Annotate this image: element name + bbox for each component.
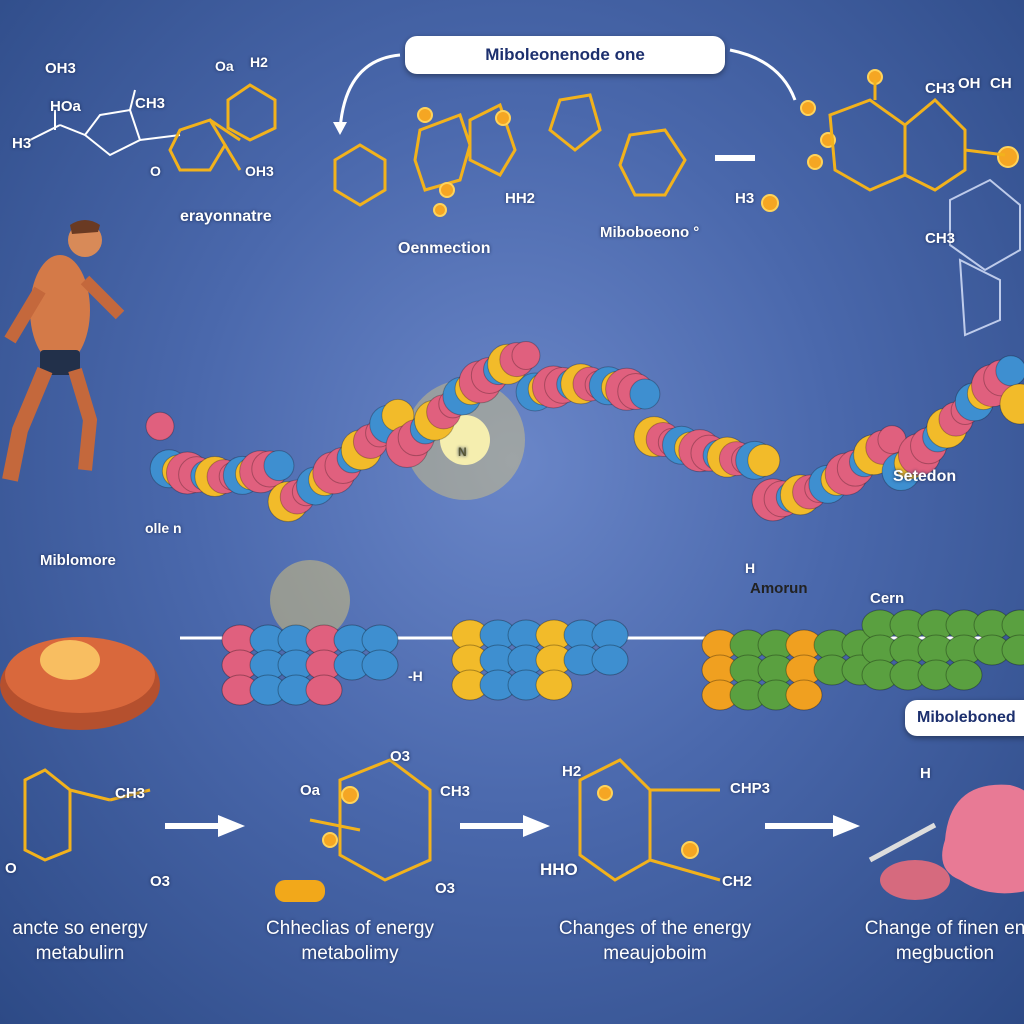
caption-line: metabolimy [301,943,399,964]
title-badge: Miboleonenode one [405,36,725,74]
label-amorun: Amorun [750,580,808,597]
molecule-cluster-bead [591,644,629,676]
caption-1: ancte so energy metabulirn [0,916,180,966]
label: CH3 [440,783,471,800]
label-setedon: Setedon [893,468,957,485]
label-minus-h: -H [408,668,423,684]
brain-icon [942,784,1024,894]
label-n: N [458,445,467,459]
label: O3 [435,880,456,897]
protein-bead [995,355,1024,387]
organ-icon [880,860,950,900]
label-h: H [745,560,756,576]
label: O [5,860,17,877]
caption-2: Chheclias of energy metabolimy [235,916,465,966]
label-cern: Cern [870,590,905,607]
label: H [920,765,931,782]
label: O [150,163,161,179]
molecule-white-1 [29,89,181,157]
protein-bead [511,340,541,370]
label: Oa [300,782,321,799]
molecule-label: erayonnatre [180,208,272,225]
protein-bead [747,443,781,477]
caption-line: Changes of the energy [558,918,752,939]
label: CH3 [115,785,146,802]
molecule-cluster-bead [785,679,823,711]
capsule [275,880,325,902]
protein-bead [145,411,175,441]
corner-badge: Miboleboned [905,700,1024,736]
label: CH2 [722,873,753,890]
label: CH3 [135,95,166,112]
label: OH3 [45,60,76,77]
caption-line: megbuction [895,943,995,964]
curved-arrow [338,53,401,131]
molecule-cluster-bead [1001,634,1024,666]
label: H3 [12,135,32,152]
caption-line: meaujoboim [603,943,707,964]
protein-bead [999,383,1024,425]
molecule-label: Oenmection [398,240,491,257]
label: H2 [250,54,268,70]
molecule-gold-2 [333,93,687,207]
molecule-gold-1 [168,83,277,172]
protein-bead [629,378,661,410]
label: H3 [735,190,755,207]
caption-3: Changes of the energy meaujoboim [535,916,775,966]
runner-figure [2,220,125,482]
label: OH [958,75,981,92]
caption-line: metabulirn [35,943,125,964]
molecule-cluster-bead [305,674,343,706]
label: CH [990,75,1012,92]
label: Oa [215,58,234,74]
molecule-cluster-bead [361,649,399,681]
label-ollen: olle n [145,520,182,536]
caption-line: ancte so energy [12,918,148,939]
label: H2 [562,763,582,780]
molecule-gold-3 [828,80,1006,192]
molecule-label: Miboboeono ° [600,224,700,241]
label: O3 [150,873,171,890]
label: O3 [390,748,411,765]
caption-4: Change of finen en megbuction [830,916,1024,966]
label-miblomore: Miblomore [40,552,116,569]
molecule-cluster-bead [945,659,983,691]
label: HHO [540,860,578,879]
flow-arrows [165,815,860,837]
arrowhead-icon [333,122,347,135]
protein-chain [145,340,1024,523]
molecule-cluster-bead [535,669,573,701]
bottom-molecules [23,758,721,882]
label: CH3 [925,230,956,247]
label: CHP3 [730,780,771,797]
protein-bead [263,450,295,482]
label: OH3 [245,163,274,179]
caption-line: Change of finen en [864,918,1024,939]
label: CH3 [925,80,956,97]
label: HH2 [505,190,536,207]
label: HOa [50,98,81,115]
caption-line: Chheclias of energy [266,918,434,939]
